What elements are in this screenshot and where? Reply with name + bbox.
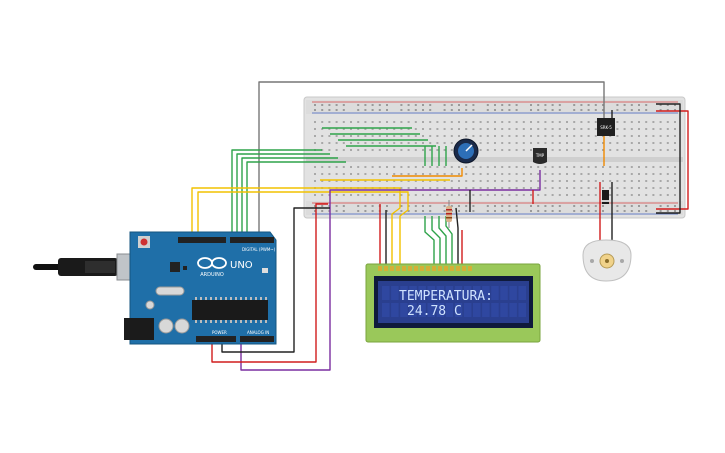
lcd-pins — [378, 266, 472, 271]
lcd-character-cells — [382, 286, 526, 317]
wire-green-1[interactable] — [231, 149, 322, 232]
wire-orange-pot[interactable] — [392, 168, 463, 177]
small-chip-2 — [183, 266, 187, 270]
crystal — [155, 286, 185, 296]
capacitor-2 — [174, 318, 190, 334]
wires — [191, 81, 689, 371]
arduino-logo — [197, 257, 227, 269]
power-jack — [124, 318, 154, 340]
resistor[interactable] — [446, 200, 452, 228]
wire-yellow-1[interactable] — [191, 187, 401, 265]
small-chip-1 — [170, 262, 180, 272]
lcd-line-1: TEMPERATURA: — [399, 289, 493, 304]
chip-pins — [195, 297, 267, 323]
sensor-label: TMP — [535, 153, 545, 158]
analog-label: ANALOG IN — [247, 330, 269, 335]
power-label: POWER — [212, 330, 227, 335]
arduino-uno[interactable]: DIGITAL (PWM~) ARDUINO UNO POWER ANALOG … — [33, 231, 277, 345]
relay[interactable]: SRK-5 — [597, 118, 615, 136]
breadboard-holes — [314, 104, 676, 212]
wire-green-lcd-3[interactable] — [438, 216, 447, 265]
wire-green-lcd-2[interactable] — [431, 216, 441, 265]
wire-gray-relay[interactable] — [258, 81, 605, 232]
diode[interactable] — [602, 190, 609, 204]
wire-purple-sensor[interactable] — [240, 170, 541, 371]
arduino-brand: ARDUINO — [200, 272, 224, 278]
wire-green-bb-drop[interactable] — [424, 146, 447, 166]
wire-yellow-2[interactable] — [197, 191, 409, 265]
lcd-display[interactable]: TEMPERATURA: 24.78 C — [365, 263, 541, 343]
digital-header-left — [178, 237, 226, 243]
power-header — [196, 336, 236, 342]
wire-green-lcd-4[interactable] — [445, 216, 453, 265]
potentiometer[interactable] — [453, 138, 479, 164]
atmega-chip — [192, 300, 268, 320]
potentiometer-indicator — [465, 144, 473, 152]
lcd-line-2: 24.78 C — [407, 304, 462, 319]
breadboard[interactable] — [303, 96, 686, 219]
wire-red-5v[interactable] — [211, 203, 328, 363]
digital-header-right — [230, 237, 274, 243]
dc-motor[interactable] — [582, 239, 632, 282]
wire-black-lcd-2[interactable] — [455, 207, 459, 265]
breadboard-center-channel — [306, 157, 683, 162]
capacitor-1 — [158, 318, 174, 334]
wire-black-rail-bridge[interactable] — [656, 103, 681, 214]
temperature-sensor[interactable]: TMP — [533, 148, 547, 164]
wire-red-rail-bridge[interactable] — [656, 110, 689, 210]
arduino-model: UNO — [230, 260, 253, 271]
wire-green-2[interactable] — [236, 153, 330, 232]
digital-label: DIGITAL (PWM~) — [242, 247, 276, 252]
wire-green-3[interactable] — [241, 157, 338, 232]
wire-green-lcd-1[interactable] — [424, 216, 435, 265]
wire-green-4[interactable] — [246, 161, 346, 232]
analog-header — [240, 336, 274, 342]
relay-label: SRK-5 — [600, 125, 612, 130]
